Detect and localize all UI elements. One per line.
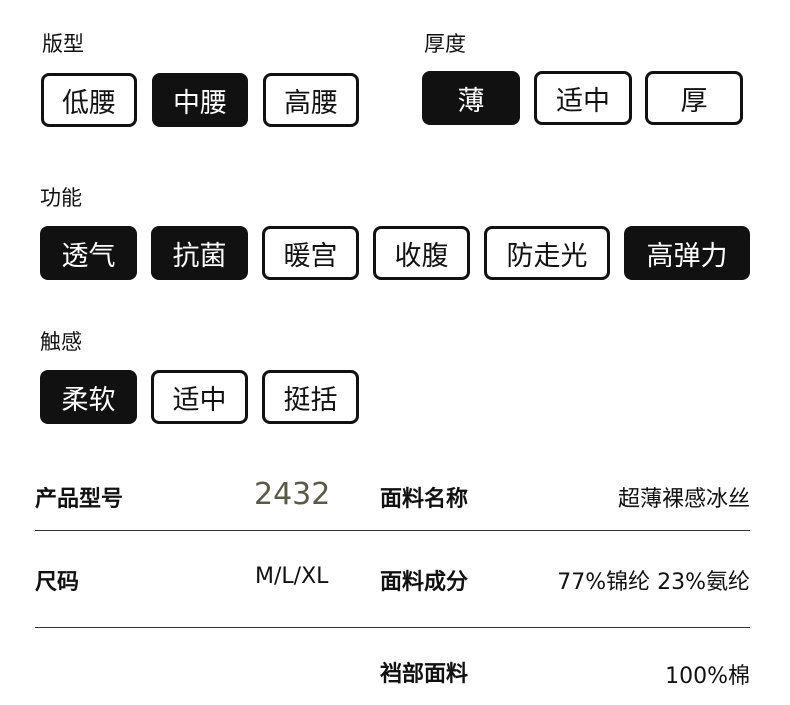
option-thin[interactable]: 薄 [422, 71, 520, 125]
option-soft[interactable]: 柔软 [40, 370, 137, 424]
function-label: 功能 [40, 186, 82, 210]
model-value: 2432 [254, 477, 331, 512]
option-medium-touch[interactable]: 适中 [151, 370, 248, 424]
option-mid-waist[interactable]: 中腰 [152, 73, 248, 127]
crotch-fabric-label: 裆部面料 [380, 662, 469, 687]
option-stiff[interactable]: 挺括 [262, 370, 359, 424]
option-anti-exposure[interactable]: 防走光 [484, 226, 610, 280]
crotch-fabric-value: 100%棉 [665, 664, 750, 689]
size-label: 尺码 [35, 570, 80, 595]
option-medium-thickness[interactable]: 适中 [534, 71, 632, 125]
option-warm-uterus[interactable]: 暖宫 [262, 226, 359, 280]
option-antibacterial[interactable]: 抗菌 [151, 226, 248, 280]
option-low-waist[interactable]: 低腰 [41, 73, 137, 127]
option-high-elastic[interactable]: 高弹力 [624, 226, 750, 280]
fabric-composition-value: 77%锦纶 23%氨纶 [557, 570, 750, 595]
fabric-name-value: 超薄裸感冰丝 [617, 487, 750, 512]
fabric-name-label: 面料名称 [380, 487, 469, 512]
waist-label: 版型 [42, 32, 84, 56]
option-tummy-control[interactable]: 收腹 [373, 226, 470, 280]
thickness-label: 厚度 [424, 32, 466, 56]
option-high-waist[interactable]: 高腰 [263, 73, 359, 127]
divider [35, 530, 750, 531]
touch-label: 触感 [40, 330, 82, 354]
option-breathable[interactable]: 透气 [40, 226, 137, 280]
fabric-composition-label: 面料成分 [380, 570, 469, 595]
option-thick[interactable]: 厚 [645, 71, 743, 125]
model-label: 产品型号 [35, 487, 124, 512]
divider [35, 627, 750, 628]
size-value: M/L/XL [255, 564, 329, 589]
